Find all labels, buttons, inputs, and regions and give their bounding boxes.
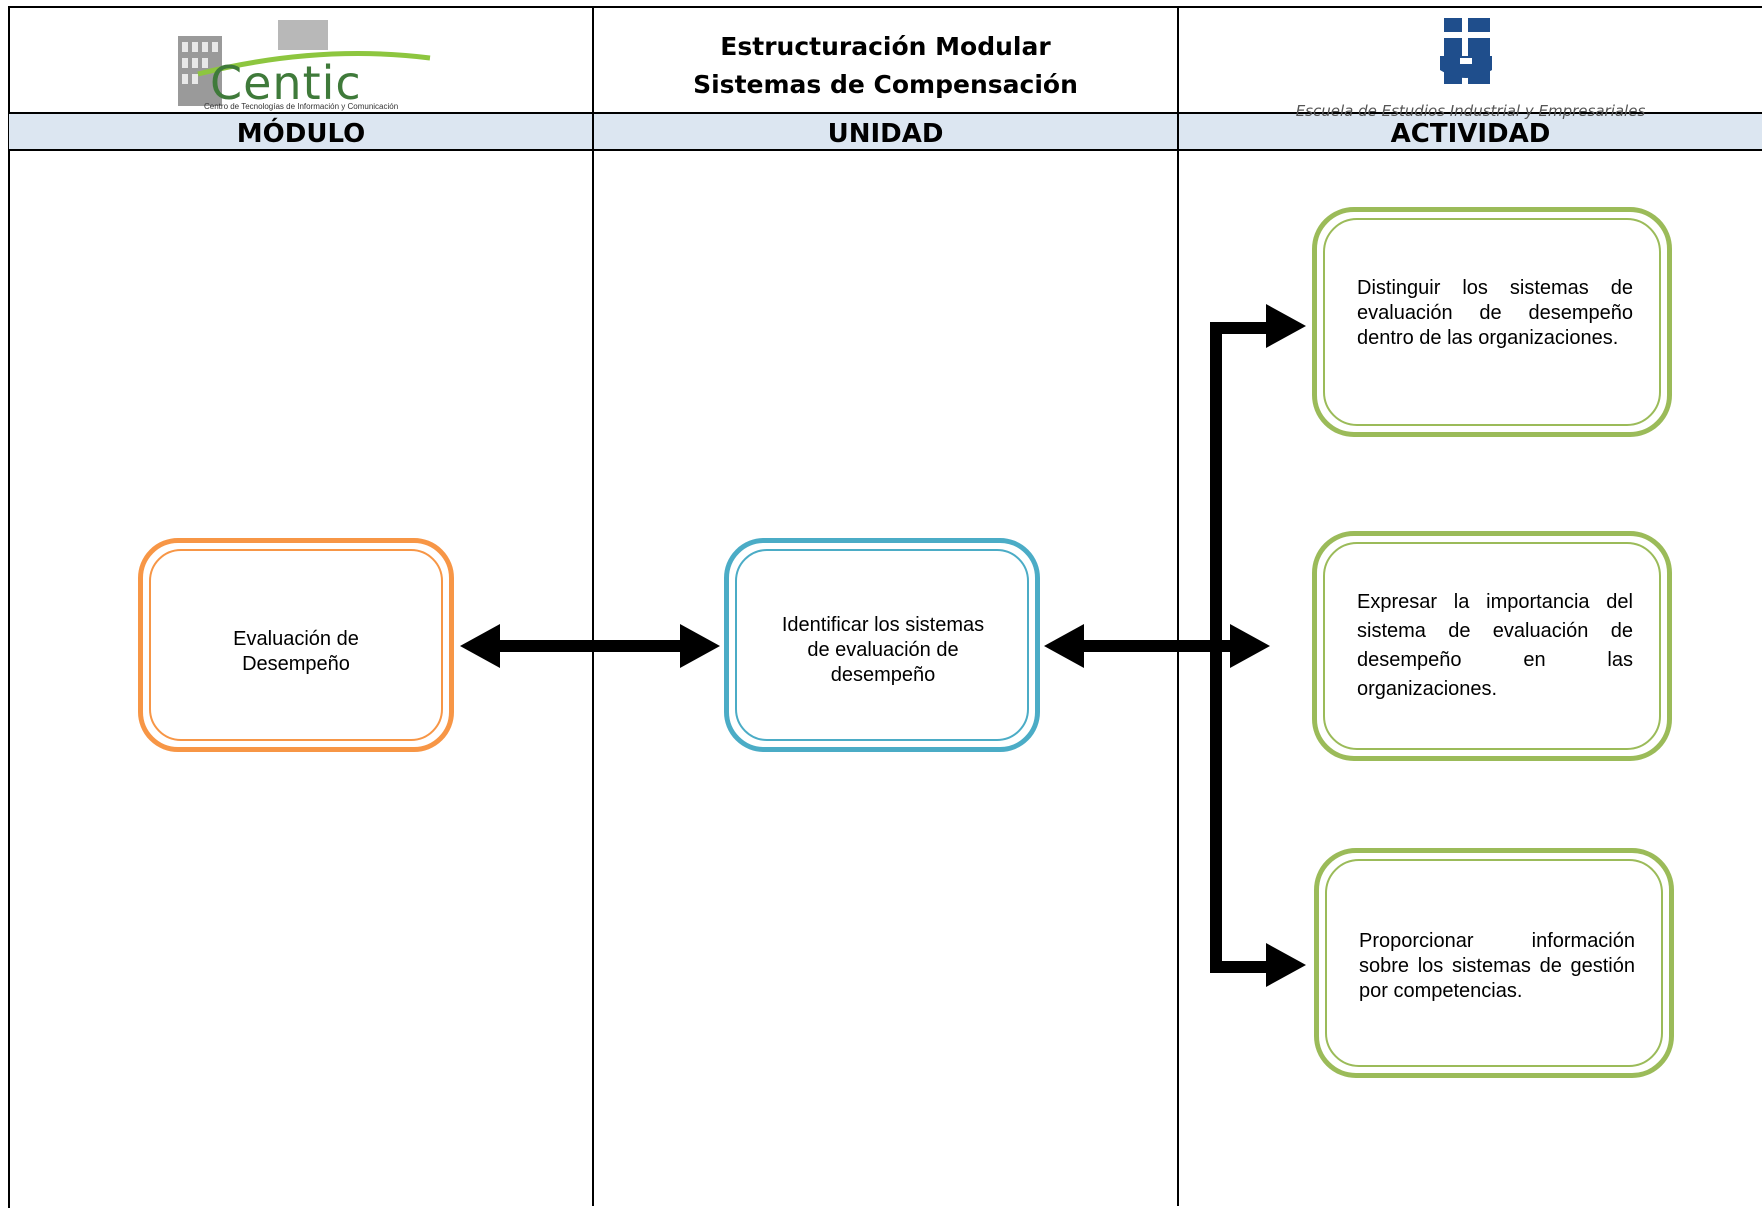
activity-node-2: Expresar la importancia del sistema de e… — [1312, 531, 1672, 761]
arrow-to-activity-1 — [1210, 304, 1306, 348]
module-node-text: Evaluación de Desempeño — [233, 628, 359, 675]
school-logo — [1430, 16, 1502, 100]
activity-1-text: Distinguir los sistemas de evaluación de… — [1357, 277, 1633, 349]
unit-node-text: Identificar los sistemas de evaluación d… — [781, 614, 985, 686]
trunk-line — [1210, 322, 1222, 973]
column-head-actividad: ACTIVIDAD — [1390, 119, 1551, 149]
activity-node-3: Proporcionar información sobre los siste… — [1314, 848, 1674, 1078]
centic-wordmark: Centic — [210, 56, 362, 110]
column-head-band — [9, 114, 1762, 149]
table-frame — [8, 6, 1762, 1208]
column-divider-2 — [1177, 6, 1179, 1206]
activity-3-text: Proporcionar información sobre los siste… — [1359, 930, 1635, 1002]
header-bottom-rule — [8, 112, 1762, 114]
module-node: Evaluación de Desempeño — [138, 538, 454, 752]
activity-node-1: Distinguir los sistemas de evaluación de… — [1312, 207, 1672, 437]
centic-subtitle: Centro de Tecnologías de Información y C… — [204, 102, 399, 111]
centic-logo: Centic Centro de Tecnologías de Informac… — [168, 14, 440, 114]
building-icon — [178, 20, 431, 106]
column-head-unidad: UNIDAD — [827, 119, 944, 149]
title-line-1: Estructuración Modular — [720, 32, 1051, 61]
arrow-module-unit — [460, 624, 720, 668]
column-head-bottom-rule — [8, 149, 1762, 151]
unit-node: Identificar los sistemas de evaluación d… — [724, 538, 1040, 752]
title-line-2: Sistemas de Compensación — [693, 70, 1078, 99]
school-caption: Escuela de Estudios Industrial y Empresa… — [1295, 102, 1646, 120]
arrow-unit-trunk — [1044, 624, 1270, 668]
arrow-to-activity-3 — [1210, 943, 1306, 987]
activity-2-text: Expresar la importancia del sistema de e… — [1357, 591, 1633, 700]
column-head-modulo: MÓDULO — [236, 119, 366, 149]
school-emblem-icon — [1440, 18, 1492, 84]
column-divider-1 — [592, 6, 594, 1206]
page-title: Estructuración Modular Sistemas de Compe… — [594, 28, 1177, 104]
